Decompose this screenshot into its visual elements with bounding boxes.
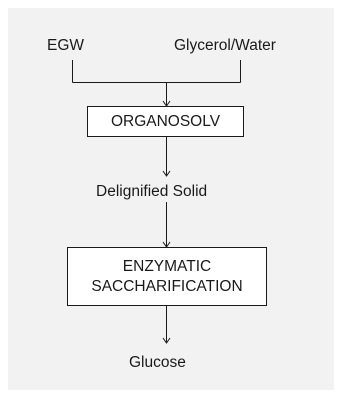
glucose-output-label: Glucose: [129, 354, 186, 371]
input-glycerol-water-label: Glycerol/Water: [174, 37, 276, 54]
enzymatic-label: ENZYMATIC: [122, 257, 212, 275]
organosolv-box: ORGANOSOLV: [87, 106, 244, 137]
organosolv-label: ORGANOSOLV: [110, 112, 221, 130]
to-glucose-arrowhead: [162, 337, 171, 344]
saccharification-label: SACCHARIFICATION: [91, 277, 243, 295]
enzymatic-saccharification-box: ENZYMATIC SACCHARIFICATION: [67, 247, 267, 306]
to-delignified-arrowhead: [162, 170, 171, 177]
delignified-solid-label: Delignified Solid: [96, 183, 208, 200]
input-egw-label: EGW: [47, 37, 85, 54]
diagram-panel: [8, 8, 334, 390]
